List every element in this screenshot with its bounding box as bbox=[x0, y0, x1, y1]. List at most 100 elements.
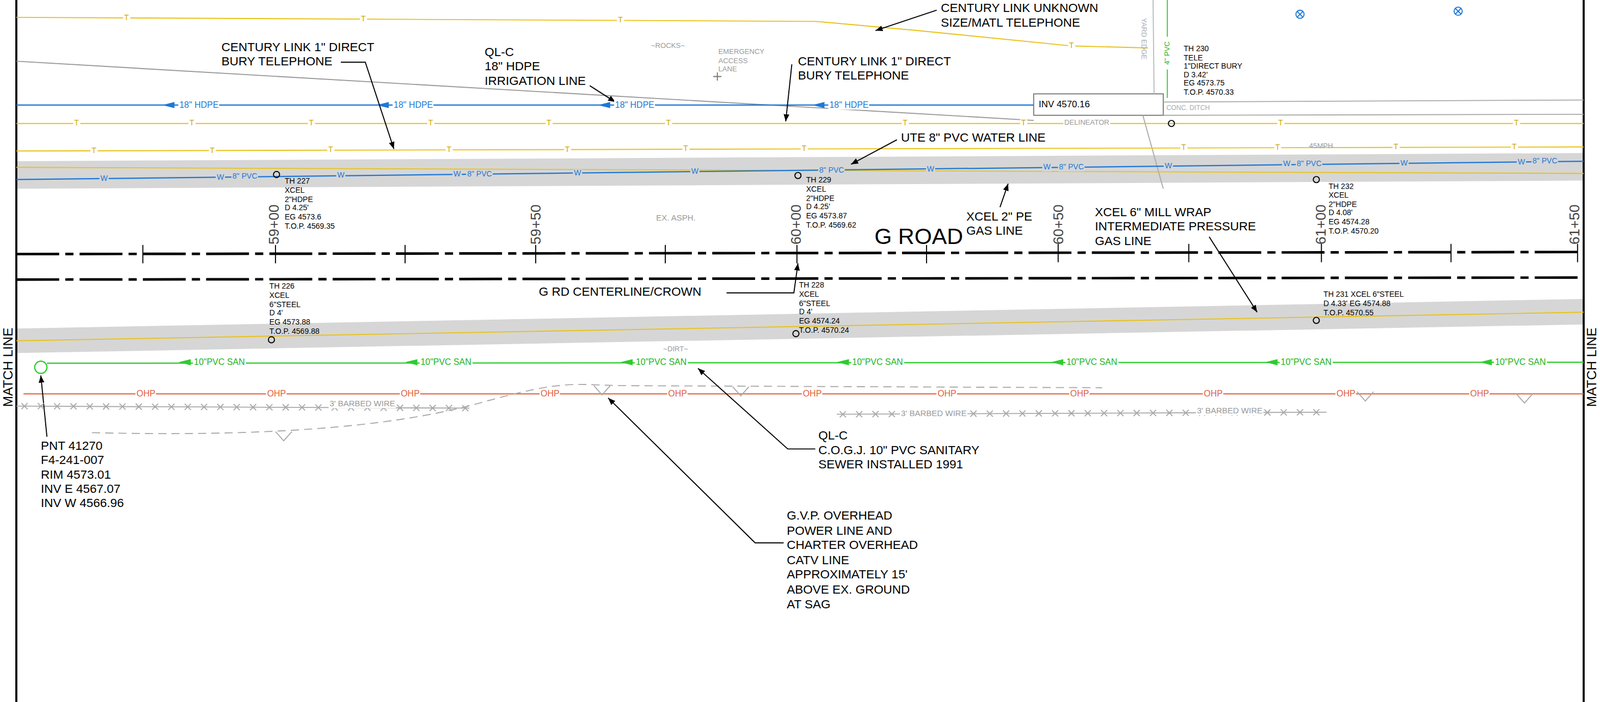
callout-note: QL-C C.O.G.J. 10" PVC SANITARY SEWER INS… bbox=[818, 428, 980, 472]
callout-note: G.V.P. OVERHEAD POWER LINE AND CHARTER O… bbox=[786, 507, 918, 612]
line-type-mark: T bbox=[682, 145, 689, 154]
line-type-mark: T bbox=[901, 119, 909, 128]
line-type-mark: OHP bbox=[266, 389, 287, 399]
line-type-mark: W bbox=[1163, 161, 1174, 170]
line-type-mark: W bbox=[336, 171, 346, 180]
pipe-size-label: 10"PVC SAN bbox=[634, 357, 688, 367]
benchmark-cross bbox=[713, 72, 722, 81]
match-line bbox=[1582, 0, 1585, 702]
pipe-size-label: 10"PVC SAN bbox=[1493, 357, 1547, 367]
test-hole-symbol bbox=[268, 120, 1320, 343]
telephone-line bbox=[16, 146, 1584, 151]
telephone-line bbox=[16, 123, 1584, 125]
fence-label: 3' BARBED WIRE bbox=[899, 408, 968, 419]
line-type-mark: T bbox=[359, 15, 367, 24]
line-type-mark: OHP bbox=[399, 389, 421, 399]
yard-edge-line bbox=[1153, 0, 1155, 94]
line-type-mark: T bbox=[427, 119, 434, 128]
pipe-size-label: 8" PVC bbox=[1295, 160, 1323, 169]
marker-symbol bbox=[1168, 120, 1175, 127]
valve-symbol bbox=[1296, 11, 1303, 18]
sewer-line bbox=[46, 362, 1584, 364]
line-type-mark: W bbox=[1042, 163, 1052, 172]
callout-note: QL-C 18" HDPE IRRIGATION LINE bbox=[484, 45, 586, 89]
line-type-mark: T bbox=[72, 119, 80, 128]
line-type-mark: T bbox=[90, 146, 97, 155]
fence-label: 3' BARBED WIRE bbox=[328, 399, 397, 409]
station-label: 61+00 bbox=[1312, 204, 1329, 245]
line-type-mark: W bbox=[926, 164, 936, 174]
culvert-outline bbox=[1033, 93, 1164, 115]
line-type-mark: T bbox=[1277, 119, 1284, 128]
pipe-size-label: 18" HDPE bbox=[614, 100, 656, 110]
station-label: 61+50 bbox=[1566, 204, 1583, 245]
surface-note: EX. ASPH. bbox=[656, 213, 696, 223]
line-type-mark: OHP bbox=[1469, 389, 1491, 399]
callout-note: CENTURY LINK UNKNOWN SIZE/MATL TELEPHONE bbox=[940, 2, 1099, 31]
manhole-data: PNT 41270 F4-241-007 RIM 4573.01 INV E 4… bbox=[40, 438, 125, 511]
line-type-mark: T bbox=[1180, 143, 1187, 152]
line-type-mark: W bbox=[1282, 160, 1292, 169]
test-hole-symbol bbox=[792, 330, 799, 337]
delineator-note: DELINEATOR bbox=[1063, 118, 1111, 127]
line-type-mark: T bbox=[445, 145, 453, 155]
pipe-size-label: 8" PVC bbox=[818, 166, 845, 175]
road-name: G ROAD bbox=[874, 223, 964, 249]
station-label: 60+00 bbox=[787, 204, 805, 245]
ditch-note: CONC. DITCH bbox=[1166, 103, 1210, 112]
line-type-mark: T bbox=[188, 119, 195, 128]
flow-arrow bbox=[162, 101, 825, 108]
line-type-mark: T bbox=[800, 144, 808, 153]
test-hole-symbol bbox=[1313, 317, 1320, 324]
line-type-mark: T bbox=[1510, 143, 1518, 152]
surface-note: ~DIRT~ bbox=[663, 344, 689, 353]
leader-line bbox=[40, 10, 1258, 543]
match-line-label: MATCH LINE bbox=[1, 327, 15, 408]
test-hole-data: TH 229 XCEL 2"HDPE D 4.25' EG 4573.87 T.… bbox=[806, 176, 857, 231]
leader-line bbox=[697, 368, 816, 449]
line-type-mark: T bbox=[327, 145, 334, 155]
callout-note: CENTURY LINK 1" DIRECT BURY TELEPHONE bbox=[798, 54, 952, 84]
leader-line bbox=[340, 62, 394, 149]
crown-line bbox=[16, 277, 1584, 280]
sag-line bbox=[92, 384, 1103, 434]
station-label: 59+50 bbox=[527, 204, 544, 245]
line-type-mark: T bbox=[1512, 119, 1520, 128]
test-hole-data: TH 228 XCEL 6"STEEL D 4' EG 4574.24 T.O.… bbox=[799, 281, 850, 336]
line-type-mark: OHP bbox=[936, 389, 958, 399]
valve-symbol bbox=[1295, 10, 1304, 19]
leader-line bbox=[40, 375, 47, 437]
test-hole-data: TH 230 TELE 1"DIRECT BURY D 3.42' EG 457… bbox=[1183, 44, 1243, 98]
ditch-line bbox=[1163, 100, 1584, 103]
line-type-mark: OHP bbox=[801, 389, 823, 399]
test-hole-data: TH 227 XCEL 2"HDPE D 4.25' EG 4573.6 T.O… bbox=[284, 177, 335, 232]
line-type-mark: T bbox=[616, 16, 624, 25]
centerline bbox=[16, 252, 1584, 255]
line-type-mark: OHP bbox=[1202, 389, 1224, 399]
line-type-mark: OHP bbox=[539, 389, 561, 399]
line-type-mark: T bbox=[1020, 119, 1027, 128]
leader-line bbox=[608, 397, 784, 543]
line-type-mark: T bbox=[1068, 41, 1075, 51]
fence-label: 3' BARBED WIRE bbox=[1196, 406, 1264, 416]
station-label: 60+50 bbox=[1050, 204, 1067, 245]
line-type-mark: W bbox=[572, 168, 582, 177]
callout-note: CENTURY LINK 1" DIRECT BURY TELEPHONE bbox=[221, 40, 375, 70]
callout-note: UTE 8" PVC WATER LINE bbox=[899, 131, 1047, 146]
leader-line bbox=[785, 64, 792, 122]
callout-note: XCEL 6" MILL WRAP INTERMEDIATE PRESSURE … bbox=[1094, 205, 1256, 249]
pipe-size-label: 10"PVC SAN bbox=[1065, 357, 1119, 367]
valve-symbol bbox=[1295, 7, 1463, 19]
callout-note: XCEL 2" PE GAS LINE bbox=[966, 210, 1033, 239]
line-type-mark: T bbox=[665, 119, 672, 128]
line-type-mark: T bbox=[564, 145, 571, 154]
edge-line bbox=[1142, 115, 1163, 189]
manhole-symbol bbox=[34, 360, 47, 373]
line-type-mark: T bbox=[123, 13, 130, 22]
line-type-mark: OHP bbox=[135, 389, 157, 399]
line-type-mark: T bbox=[1274, 143, 1281, 152]
leader-line bbox=[1000, 183, 1009, 207]
line-type-mark: W bbox=[1516, 157, 1526, 167]
